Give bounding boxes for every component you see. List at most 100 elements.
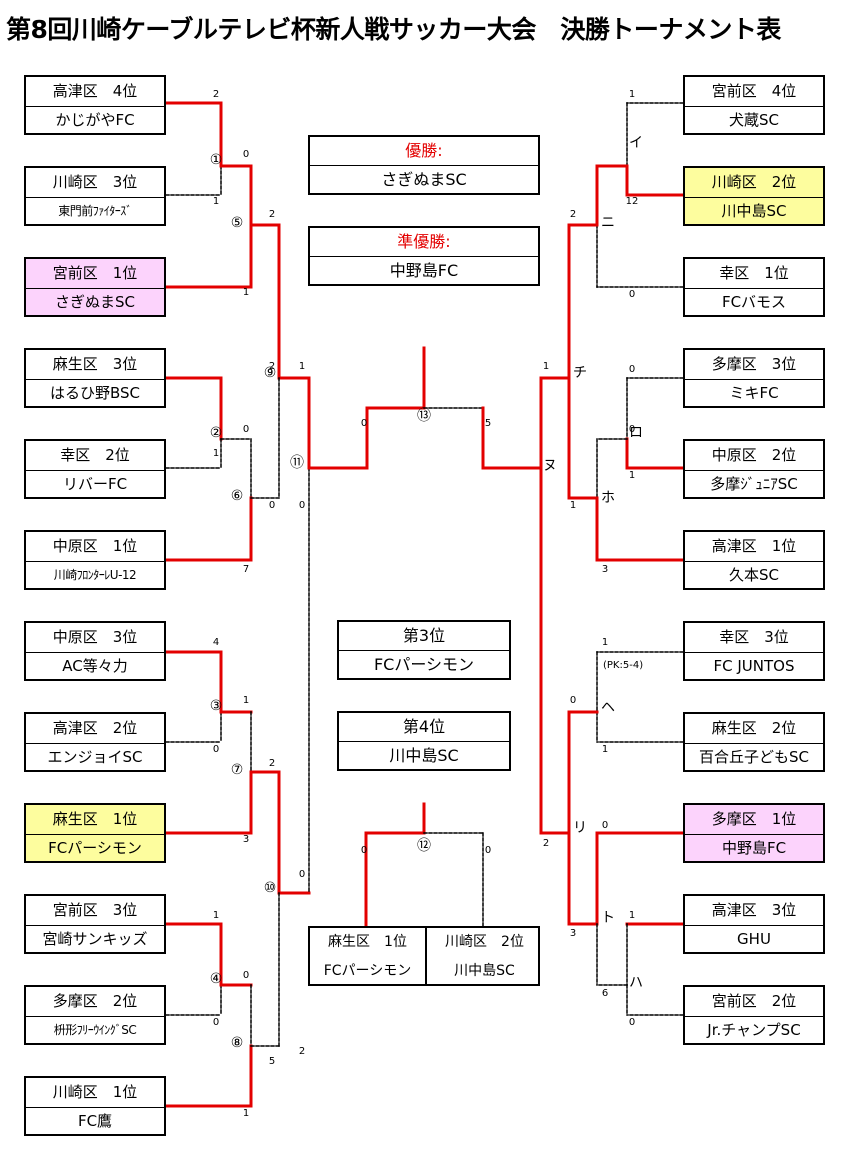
score-number: 0 — [601, 820, 609, 831]
team-name: FC鷹 — [77, 1112, 113, 1130]
score-number: 2 — [298, 1046, 306, 1057]
team-district: 高津区 2位 — [26, 714, 164, 744]
left-team-box: 宮前区 3位宮崎サンキッズ — [24, 894, 166, 954]
right-team-box: 宮前区 4位犬蔵SC — [683, 75, 825, 135]
champion-team: さぎぬまSC — [381, 170, 467, 189]
third-place-match-right-team: 川中島SC — [454, 963, 515, 979]
team-district: 幸区 1位 — [685, 259, 823, 289]
score-number: 3 — [242, 834, 250, 845]
team-district: 麻生区 1位 — [26, 805, 164, 835]
team-name: リバーFC — [62, 475, 128, 493]
score-number: 3 — [569, 928, 577, 939]
match-label: ロ — [629, 425, 643, 441]
score-number: 0 — [242, 424, 250, 435]
team-name: さぎぬまSC — [55, 293, 135, 311]
match-label: ③ — [209, 698, 223, 714]
right-team-box: 中原区 2位多摩ｼﾞｭﾆｱSC — [683, 439, 825, 499]
fourth-place-box: 第4位 川中島SC — [337, 711, 511, 771]
third-place-match-box: 麻生区 1位 FCパーシモン 川崎区 2位 川中島SC — [308, 926, 540, 986]
match-label: イ — [629, 135, 643, 151]
runner-up-box: 準優勝: 中野島FC — [308, 226, 540, 286]
left-team-box: 中原区 1位川崎ﾌﾛﾝﾀｰﾚU-12 — [24, 530, 166, 590]
pk-note: (PK:5-4) — [603, 660, 644, 671]
match-label: ④ — [209, 971, 223, 987]
team-district: 中原区 2位 — [685, 441, 823, 471]
match-label: ヘ — [601, 700, 615, 716]
score-number: 0 — [360, 845, 368, 856]
team-name: 川中島SC — [721, 202, 787, 220]
team-district: 麻生区 2位 — [685, 714, 823, 744]
team-name: エンジョイSC — [47, 748, 143, 766]
team-district: 多摩区 1位 — [685, 805, 823, 835]
score-number: 7 — [242, 564, 250, 575]
right-team-box: 麻生区 2位百合丘子どもSC — [683, 712, 825, 772]
champion-box: 優勝: さぎぬまSC — [308, 135, 540, 195]
team-name: 宮崎サンキッズ — [42, 930, 148, 948]
left-team-box: 麻生区 3位はるひ野BSC — [24, 348, 166, 408]
team-district: 川崎区 2位 — [685, 168, 823, 198]
team-district: 中原区 3位 — [26, 623, 164, 653]
team-name: 枡形ﾌﾘｰｳｲﾝｸﾞSC — [53, 1023, 137, 1037]
score-number: 0 — [212, 744, 220, 755]
team-name: 多摩ｼﾞｭﾆｱSC — [710, 475, 798, 493]
team-district: 多摩区 3位 — [685, 350, 823, 380]
score-number: 1 — [212, 448, 220, 459]
right-team-box: 川崎区 2位川中島SC — [683, 166, 825, 226]
left-team-box: 幸区 2位リバーFC — [24, 439, 166, 499]
team-name: 百合丘子どもSC — [699, 748, 809, 766]
right-team-box: 高津区 1位久本SC — [683, 530, 825, 590]
match-label: リ — [573, 820, 587, 836]
team-district: 川崎区 1位 — [26, 1078, 164, 1108]
score-number: 5 — [268, 1056, 276, 1067]
score-number: 0 — [628, 364, 636, 375]
left-team-box: 高津区 4位かじがやFC — [24, 75, 166, 135]
team-district: 高津区 1位 — [685, 532, 823, 562]
match-label: チ — [573, 365, 587, 381]
fourth-place-team: 川中島SC — [389, 746, 459, 765]
score-number: 6 — [601, 988, 609, 999]
third-place-box: 第3位 FCパーシモン — [337, 620, 511, 680]
right-team-box: 幸区 1位 FCバモス — [683, 257, 825, 317]
left-team-box: 川崎区 3位東門前ﾌｧｲﾀｰｽﾞ — [24, 166, 166, 226]
team-name: GHU — [737, 930, 771, 948]
score-number: 0 — [569, 695, 577, 706]
third-place-match-right-district: 川崎区 2位 — [445, 934, 524, 950]
team-name: 犬蔵SC — [729, 111, 779, 129]
team-district: 宮前区 2位 — [685, 987, 823, 1017]
match-label: ⑤ — [230, 215, 244, 231]
team-name: AC等々力 — [62, 657, 128, 675]
team-district: 宮前区 3位 — [26, 896, 164, 926]
score-number: 0 — [298, 500, 306, 511]
right-team-box: 多摩区 1位中野島FC — [683, 803, 825, 863]
match-label: ⑬ — [417, 408, 431, 424]
score-number: 1 — [628, 89, 636, 100]
left-team-box: 多摩区 2位枡形ﾌﾘｰｳｲﾝｸﾞSC — [24, 985, 166, 1045]
match-label: ハ — [629, 975, 643, 991]
score-number: 1 — [628, 910, 636, 921]
score-number: 0 — [268, 500, 276, 511]
team-name: FCバモス — [721, 293, 787, 311]
team-district: 幸区 2位 — [26, 441, 164, 471]
match-label: ② — [209, 425, 223, 441]
team-name: 中野島FC — [721, 839, 787, 857]
score-number: 0 — [242, 970, 250, 981]
left-team-box: 宮前区 1位さぎぬまSC — [24, 257, 166, 317]
score-number: 1 — [601, 637, 609, 648]
third-place-team: FCパーシモン — [373, 655, 475, 674]
team-district: 幸区 3位 — [685, 623, 823, 653]
team-name: かじがやFC — [55, 111, 135, 129]
team-name: ミキFC — [729, 384, 779, 402]
champion-label: 優勝: — [310, 137, 538, 166]
score-number: 1 — [601, 744, 609, 755]
fourth-place-label: 第4位 — [339, 713, 509, 742]
match-label: ⑩ — [263, 880, 277, 896]
team-district: 高津区 3位 — [685, 896, 823, 926]
team-district: 高津区 4位 — [26, 77, 164, 107]
match-label: ⑫ — [417, 838, 431, 854]
score-number: 2 — [268, 209, 276, 220]
score-number: 2 — [268, 361, 276, 372]
team-name: 久本SC — [729, 566, 779, 584]
